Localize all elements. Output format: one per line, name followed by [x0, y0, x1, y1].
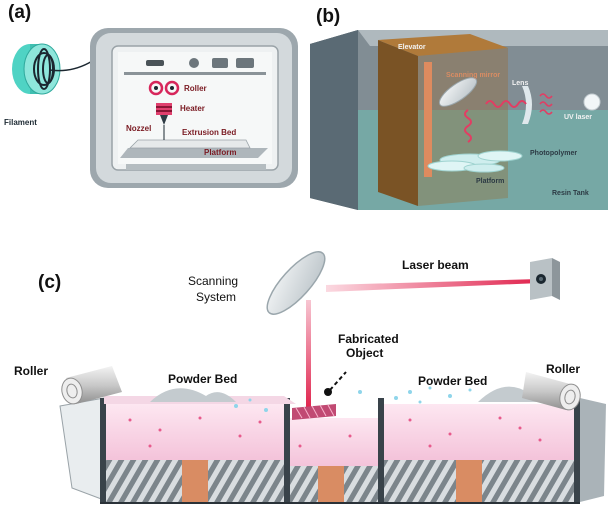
label-laser-beam: Laser beam: [402, 258, 469, 272]
roller-right: [522, 372, 581, 411]
build-chamber: [290, 418, 378, 466]
fabricated-object: [292, 404, 336, 420]
printer-body: [90, 28, 298, 188]
piston-right: [456, 460, 482, 502]
label-nozzel: Nozzel: [126, 124, 152, 133]
scanning-system-mirror: [266, 251, 326, 315]
panel-c-letter: (c): [38, 272, 62, 293]
lens-shape: [522, 86, 532, 124]
label-lens: Lens: [512, 80, 529, 87]
panel-a: [12, 28, 298, 188]
panel-b: [310, 30, 608, 210]
powder-particles: [128, 386, 542, 448]
label-fabricated: Fabricated: [338, 332, 399, 346]
roller-left: [61, 366, 122, 405]
label-heater: Heater: [180, 104, 205, 113]
label-powder-bed-right: Powder Bed: [418, 374, 488, 388]
panel-c: [59, 251, 606, 504]
panel-b-letter: (b): [316, 6, 341, 27]
extruder: [148, 80, 180, 140]
laser-beam-vertical: [306, 300, 311, 410]
panel-a-letter: (a): [8, 2, 32, 23]
laser-beam-horizontal: [326, 279, 540, 292]
filament-spool: [12, 43, 61, 95]
powder-bed-right: [384, 404, 574, 460]
uv-laser-source: [583, 93, 601, 111]
powder-heap-left: [150, 388, 236, 402]
label-platform-b: Platform: [476, 178, 505, 185]
label-powder-bed-left: Powder Bed: [168, 372, 238, 386]
label-scanning-mirror: Scanning mirror: [446, 72, 501, 79]
piston-left: [182, 460, 208, 502]
scanning-mirror: [438, 77, 478, 107]
label-elevator: Elevator: [398, 44, 426, 51]
label-uv-laser: UV laser: [564, 114, 593, 121]
photopolymer-parts: [427, 150, 523, 173]
label-roller-left: Roller: [14, 364, 49, 378]
label-scanning: Scanning: [188, 274, 239, 288]
piston-build: [318, 466, 344, 502]
label-photopolymer: Photopolymer: [530, 150, 578, 157]
label-object: Object: [346, 346, 384, 360]
label-system: System: [196, 290, 237, 304]
label-roller-a: Roller: [184, 84, 207, 93]
powder-bed-left: [104, 404, 284, 460]
laser-source: [530, 258, 560, 300]
label-filament: Filament: [4, 118, 37, 127]
label-roller-right: Roller: [546, 362, 581, 376]
label-platform-a: Platform: [204, 148, 237, 157]
label-extrusion-bed: Extrusion Bed: [182, 128, 237, 137]
laser-wave: [485, 100, 527, 108]
label-resin-tank: Resin Tank: [552, 190, 589, 197]
